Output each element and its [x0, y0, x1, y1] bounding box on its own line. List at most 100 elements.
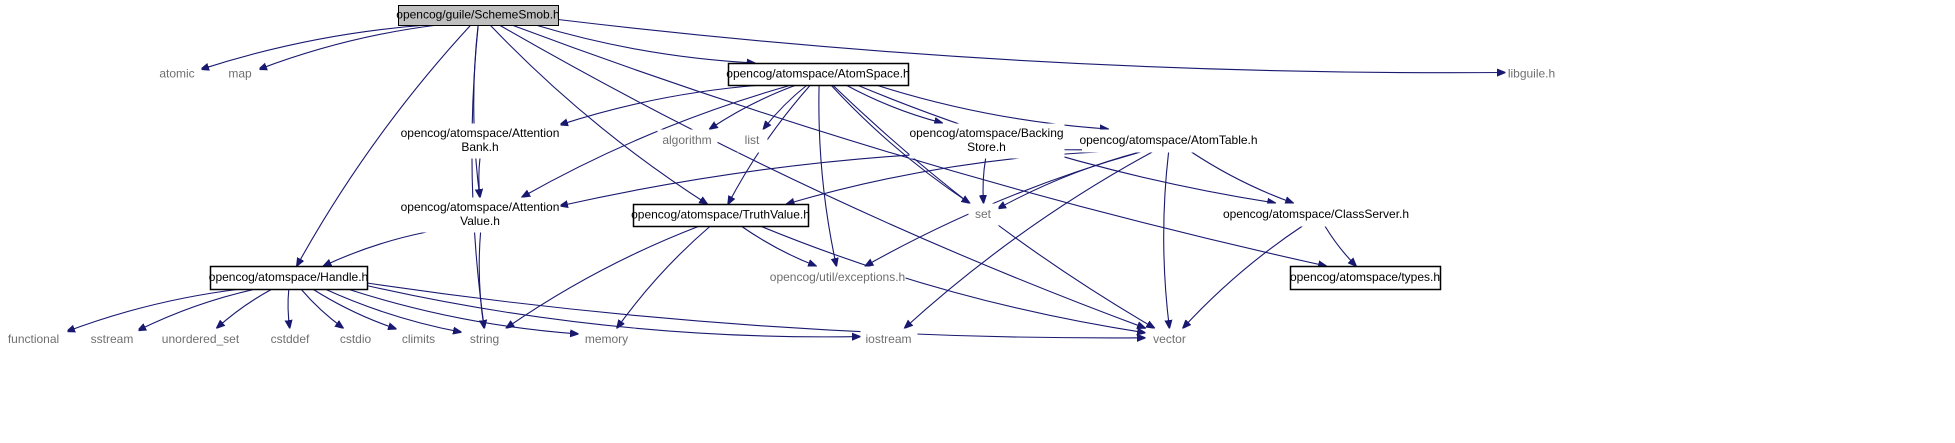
node-label-class_server: opencog/atomspace/ClassServer.h	[1223, 207, 1409, 221]
node-label-functional: functional	[8, 332, 59, 346]
edge-handle-to-sstream	[138, 288, 256, 330]
node-box-unordered_set	[157, 328, 245, 352]
node-functional: functional	[0, 328, 68, 352]
node-box-sstream	[86, 328, 139, 352]
node-box-atomic	[153, 63, 202, 86]
edge-atom_table-to-vector	[1163, 151, 1170, 328]
edge-attention_value-to-string	[478, 231, 484, 328]
edge-atomspace-to-attention_value	[522, 84, 792, 197]
node-memory: memory	[578, 328, 636, 352]
node-label-handle: opencog/atomspace/Handle.h	[209, 270, 368, 284]
node-label-scheme_smob: opencog/guile/SchemeSmob.h	[396, 8, 559, 22]
node-label-vector: vector	[1153, 332, 1186, 346]
edge-scheme_smob-to-handle	[297, 24, 472, 266]
node-exceptions: opencog/util/exceptions.h	[770, 266, 906, 290]
edge-atom_table-to-iostream	[905, 151, 1153, 328]
edge-scheme_smob-to-map	[259, 24, 438, 69]
node-box-libguile	[1505, 63, 1559, 86]
edge-scheme_smob-to-atomic	[201, 24, 428, 69]
edge-handle-to-climits	[312, 288, 396, 329]
node-handle[interactable]: opencog/atomspace/Handle.h	[209, 265, 369, 291]
edge-truth_value-to-exceptions	[740, 225, 816, 266]
node-atomic: atomic	[153, 63, 202, 86]
edge-scheme_smob-to-attention_value	[473, 24, 480, 197]
node-label-backing_store-line-1: Store.h	[967, 140, 1006, 154]
node-label-cstdio: cstdio	[340, 332, 372, 346]
node-label-map: map	[228, 67, 252, 81]
node-box-iostream	[860, 328, 918, 352]
node-vector: vector	[1145, 328, 1195, 352]
node-box-algorithm	[657, 129, 718, 153]
node-box-set	[968, 203, 999, 227]
edge-atomspace-to-list	[763, 84, 808, 129]
edge-handle-to-string	[324, 288, 461, 332]
edge-atomspace-to-backing_store	[845, 84, 942, 123]
node-label-atomspace: opencog/atomspace/AtomSpace.h	[726, 67, 909, 81]
node-box-attention_value	[400, 197, 561, 233]
node-label-atomic: atomic	[159, 67, 194, 81]
node-box-functional	[0, 328, 68, 352]
node-label-attention_bank-line-0: opencog/atomspace/Attention	[401, 126, 560, 140]
edge-atom_table-to-exceptions	[865, 151, 1141, 266]
edge-class_server-to-vector	[1183, 225, 1303, 328]
node-climits: climits	[396, 328, 442, 352]
node-box-exceptions	[770, 266, 906, 290]
node-label-climits: climits	[402, 332, 435, 346]
node-class_server[interactable]: opencog/atomspace/ClassServer.h	[1223, 203, 1409, 227]
node-box-handle	[209, 265, 369, 291]
node-libguile: libguile.h	[1505, 63, 1559, 86]
node-label-truth_value: opencog/atomspace/TruthValue.h	[631, 208, 810, 222]
node-label-set: set	[975, 207, 992, 221]
node-label-attention_value-line-0: opencog/atomspace/Attention	[401, 200, 560, 214]
edge-atomspace-to-atom_table	[875, 84, 1108, 129]
node-atomspace[interactable]: opencog/atomspace/AtomSpace.h	[726, 62, 910, 87]
node-box-atom_table	[1082, 129, 1256, 153]
node-box-truth_value	[632, 203, 810, 228]
edge-atomspace-to-set	[830, 84, 970, 203]
node-iostream: iostream	[860, 328, 918, 352]
node-truth_value[interactable]: opencog/atomspace/TruthValue.h	[631, 203, 810, 228]
edge-class_server-to-types	[1324, 225, 1356, 266]
edge-truth_value-to-vector	[759, 225, 1145, 333]
edges-layer	[67, 18, 1505, 338]
node-types[interactable]: opencog/atomspace/types.h	[1289, 265, 1442, 291]
edge-handle-to-cstddef	[288, 288, 290, 328]
edge-atomspace-to-attention_bank	[560, 84, 763, 125]
edge-scheme_smob-to-truth_value	[489, 24, 707, 204]
edge-handle-to-iostream	[366, 285, 860, 337]
edge-handle-to-unordered_set	[217, 288, 273, 328]
node-set: set	[968, 203, 999, 227]
edge-atom_table-to-truth_value	[787, 151, 1100, 204]
node-scheme_smob[interactable]: opencog/guile/SchemeSmob.h	[396, 5, 560, 26]
edge-scheme_smob-to-libguile	[557, 18, 1505, 73]
edge-handle-to-memory	[347, 288, 579, 334]
node-label-algorithm: algorithm	[662, 133, 711, 147]
node-cstddef: cstddef	[265, 328, 316, 352]
node-label-exceptions: opencog/util/exceptions.h	[770, 270, 905, 284]
edge-atom_table-to-class_server	[1191, 151, 1293, 203]
node-box-class_server	[1228, 203, 1405, 227]
edge-truth_value-to-string	[506, 225, 700, 328]
edge-truth_value-to-memory	[617, 225, 711, 328]
edge-atomspace-to-exceptions	[818, 84, 837, 266]
node-box-list	[737, 129, 768, 153]
node-algorithm: algorithm	[657, 129, 718, 153]
node-box-scheme_smob	[398, 5, 559, 26]
edge-attention_bank-to-attention_value	[479, 157, 480, 197]
node-box-backing_store	[909, 123, 1065, 159]
node-label-attention_value-line-1: Value.h	[460, 214, 500, 228]
edge-attention_value-to-handle	[324, 231, 427, 266]
node-box-string	[461, 328, 509, 352]
node-label-memory: memory	[585, 332, 628, 346]
node-map: map	[221, 63, 260, 86]
node-label-string: string	[470, 332, 499, 346]
node-label-unordered_set: unordered_set	[162, 332, 240, 346]
node-atom_table[interactable]: opencog/atomspace/AtomTable.h	[1079, 129, 1258, 153]
node-box-cstddef	[265, 328, 316, 352]
edge-handle-to-functional	[67, 288, 242, 331]
node-box-cstdio	[334, 328, 378, 352]
